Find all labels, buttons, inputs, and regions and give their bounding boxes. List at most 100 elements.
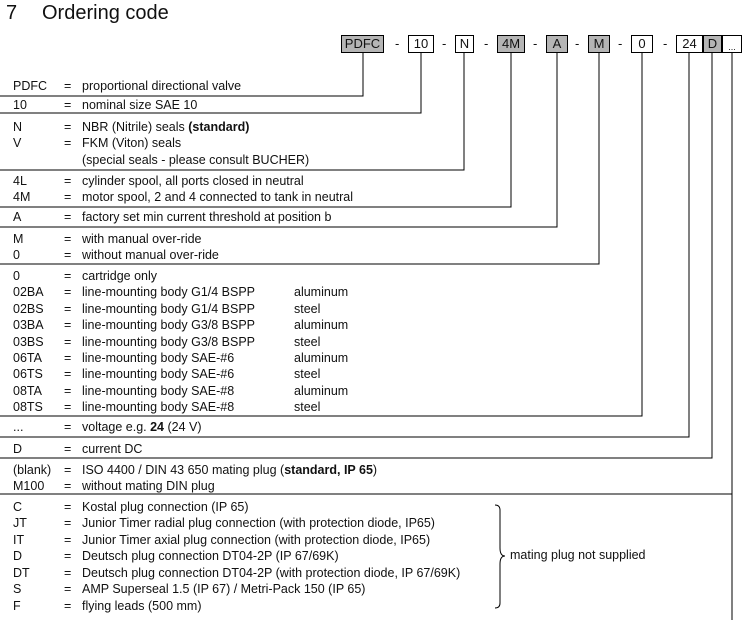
mating-note: mating plug not supplied [510,548,646,562]
row-equals: = [64,582,72,596]
row-code: 06TA [13,351,42,365]
row-equals: = [64,79,72,93]
row-code: PDFC [13,79,48,93]
row-desc: Junior Timer radial plug connection (wit… [82,516,435,530]
row-desc: ISO 4400 / DIN 43 650 mating plug ( [82,463,285,477]
row-equals: = [64,463,72,477]
row-code: ... [13,420,24,434]
row-equals: = [64,533,72,547]
row-desc-tail: ) [372,463,378,477]
row-code: DT [13,566,30,580]
row-desc: cylinder spool, all ports closed in neut… [82,174,304,188]
separator: - [618,36,623,51]
row-equals: = [64,210,72,224]
connector-threshold [0,53,558,228]
row-code: 08TS [13,400,43,414]
row-code: V [13,136,22,150]
code-box-plug: ... [722,35,742,53]
connector-size [0,53,422,114]
row-equals: = [64,302,72,316]
row-desc: Deutsch plug connection DT04-2P (IP 67/6… [82,549,339,563]
row-code: D [13,442,23,456]
row-code: IT [13,533,25,547]
row-code: 03BS [13,335,44,349]
row-code: M100 [13,479,45,493]
row-desc: proportional directional valve [82,79,242,93]
row-material: steel [294,302,321,316]
row-desc: nominal size SAE 10 [82,98,198,112]
row-material: steel [294,335,321,349]
code-box-type: PDFC [341,35,384,53]
separator: - [663,36,668,51]
row-material: steel [294,400,321,414]
row-code: N [13,120,23,134]
row-code: (blank) [13,463,52,477]
row-desc: line-mounting body G1/4 BSPP [82,285,256,299]
code-box-voltage: 24 [676,35,703,53]
row-desc: Kostal plug connection (IP 65) [82,500,249,514]
row-desc: without manual over-ride [82,248,219,262]
row-equals: = [64,98,72,112]
row-code: 02BA [13,285,44,299]
separator: - [442,36,447,51]
row-material: aluminum [294,351,349,365]
row-desc-bold: standard, IP 65 [284,463,373,477]
row-code: 08TA [13,384,42,398]
row-material: steel [294,367,321,381]
mating-brace [494,504,506,609]
row-code: 0 [13,248,20,262]
row-desc: with manual over-ride [82,232,202,246]
separator: - [484,36,489,51]
row-desc: Junior Timer axial plug connection (with… [82,533,431,547]
row-equals: = [64,269,72,283]
row-equals: = [64,248,72,262]
row-equals: = [64,442,72,456]
row-desc: current DC [82,442,143,456]
code-box-override: M [588,35,610,53]
separator: - [395,36,400,51]
row-equals: = [64,174,72,188]
row-desc: line-mounting body G3/8 BSPP [82,318,256,332]
row-equals: = [64,549,72,563]
connector-override [0,53,600,265]
row-equals: = [64,351,72,365]
row-equals: = [64,335,72,349]
row-desc: AMP Superseal 1.5 (IP 67) / Metri-Pack 1… [82,582,366,596]
row-equals: = [64,120,72,134]
code-box-threshold: A [546,35,568,53]
row-code: 0 [13,269,20,283]
connector-seals [0,53,465,171]
row-material: aluminum [294,318,349,332]
row-equals: = [64,285,72,299]
row-desc: (special seals - please consult BUCHER) [82,153,310,167]
row-desc: line-mounting body SAE-#6 [82,351,235,365]
row-code: F [13,599,21,613]
row-desc: Deutsch plug connection DT04-2P (with pr… [82,566,461,580]
separator: - [533,36,538,51]
row-material: aluminum [294,384,349,398]
row-code: D [13,549,23,563]
row-desc: voltage e.g. [82,420,151,434]
row-material: aluminum [294,285,349,299]
row-desc: line-mounting body SAE-#6 [82,367,235,381]
section-title: Ordering code [42,2,169,24]
section-number: 7 [6,2,18,24]
row-equals: = [64,190,72,204]
row-desc: cartridge only [82,269,158,283]
row-equals: = [64,367,72,381]
connector-current [0,53,713,459]
row-desc: line-mounting body SAE-#8 [82,400,235,414]
row-code: 06TS [13,367,43,381]
row-code: JT [13,516,27,530]
row-equals: = [64,400,72,414]
row-equals: = [64,318,72,332]
separator: - [575,36,580,51]
row-desc: motor spool, 2 and 4 connected to tank i… [82,190,354,204]
row-equals: = [64,384,72,398]
code-box-current: D [703,35,722,53]
row-equals: = [64,566,72,580]
connector-spool [0,53,512,208]
row-desc: line-mounting body G3/8 BSPP [82,335,256,349]
row-desc: line-mounting body SAE-#8 [82,384,235,398]
